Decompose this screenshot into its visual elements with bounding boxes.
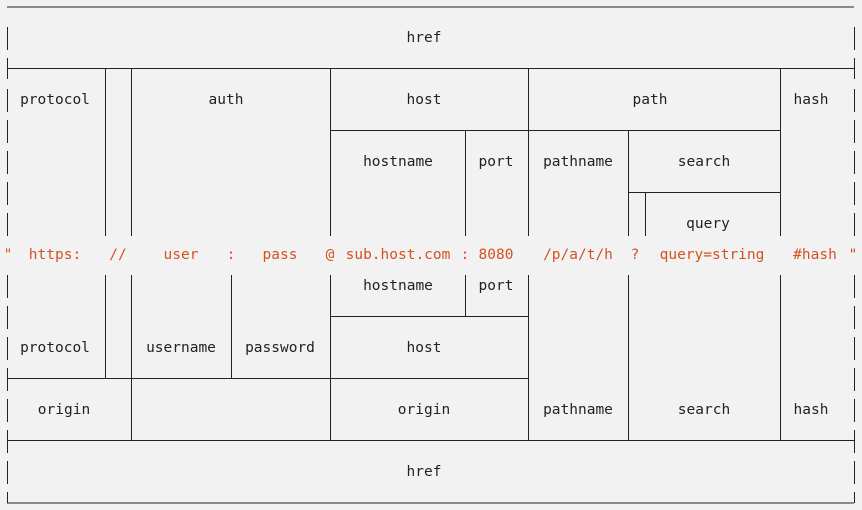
protocol-top-label: protocol [20,91,90,108]
origin-left-label: origin [37,401,91,418]
url-question-mark: ? [630,246,640,263]
query-label: query [686,215,730,232]
host-top-label: host [406,91,442,108]
href-top-label: href [406,29,442,46]
password-label: password [245,339,315,356]
url-hostname: sub.host.com [345,246,451,263]
url-slashes: // [109,246,127,263]
url-user: user [163,246,199,263]
path-label: path [632,91,668,108]
url-port: 8080 [478,246,514,263]
protocol-bottom-label: protocol [20,339,90,356]
pathname-bottom-label: pathname [543,401,613,418]
port-bottom-label: port [478,277,514,294]
url-at: @ [325,246,335,263]
hostname-top-label: hostname [363,153,433,170]
search-top-label: search [677,153,731,170]
url-query: query=string [659,246,765,263]
pathname-top-label: pathname [543,153,613,170]
auth-label: auth [208,91,244,108]
url-open-quote: " [3,246,13,263]
port-top-label: port [478,153,514,170]
hostname-bottom-label: hostname [363,277,433,294]
username-label: username [146,339,216,356]
href-bottom-label: href [406,463,442,480]
hash-bottom-label: hash [793,401,829,418]
url-colon: : [226,246,236,263]
url-pass: pass [262,246,298,263]
url-protocol: https: [28,246,82,263]
host-bottom-label: host [406,339,442,356]
origin-right-label: origin [397,401,451,418]
url-hash: #hash [793,246,837,263]
url-pathname: /p/a/t/h [543,246,613,263]
search-bottom-label: search [677,401,731,418]
url-port-colon: : [460,246,470,263]
url-close-quote: " [848,246,858,263]
hash-top-label: hash [793,91,829,108]
